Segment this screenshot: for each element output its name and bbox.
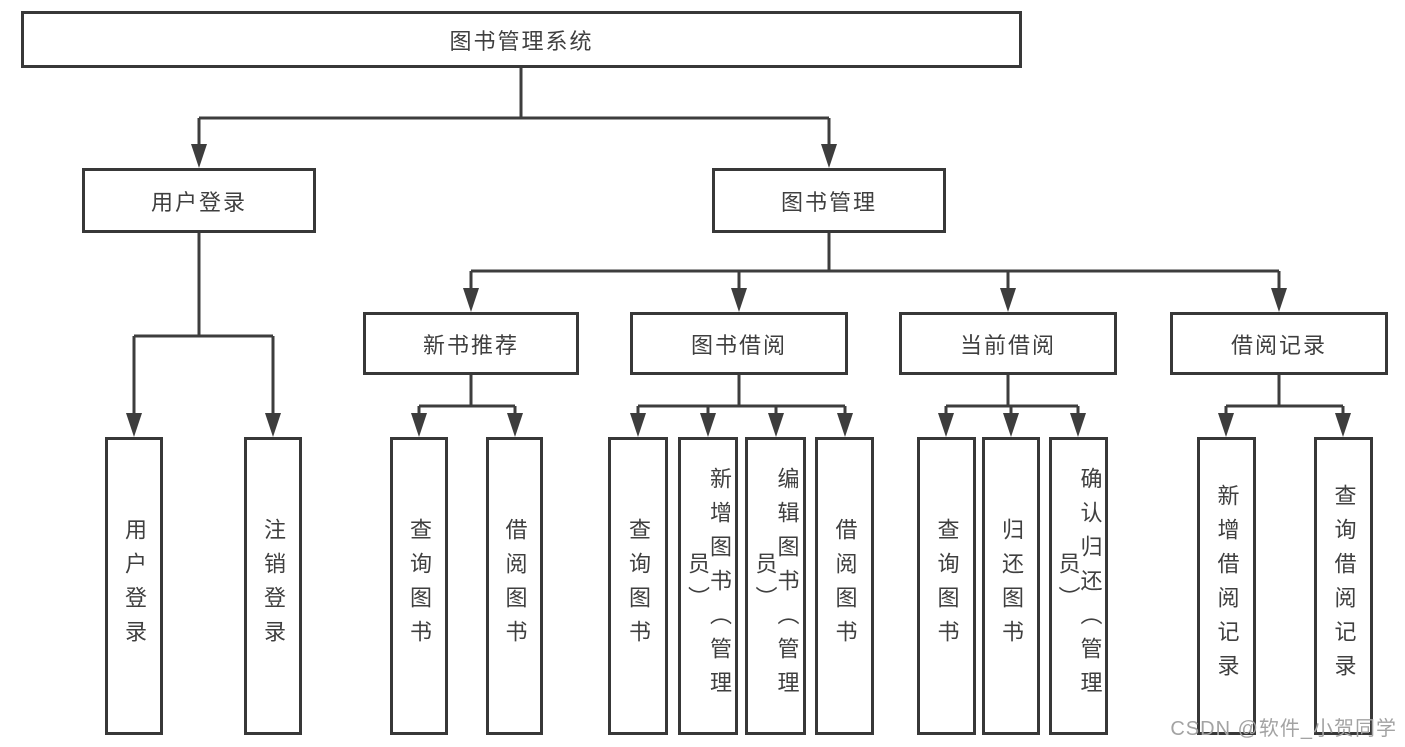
node-new-book-recommendation: 新书推荐 (363, 312, 579, 375)
node-borrowing-records: 借阅记录 (1170, 312, 1388, 375)
leaf-return-books: 归还图书 (982, 437, 1040, 735)
leaf-logout: 注销登录 (244, 437, 302, 735)
node-current-borrowing: 当前借阅 (899, 312, 1117, 375)
leaf-query-borrowing-record: 查询借阅记录 (1314, 437, 1373, 735)
node-book-management-module: 图书管理 (712, 168, 946, 233)
leaf-user-login: 用户登录 (105, 437, 163, 735)
leaf-add-borrowing-record: 新增借阅记录 (1197, 437, 1256, 735)
node-user-login-module: 用户登录 (82, 168, 316, 233)
leaf-borrow-books-borrowing: 借阅图书 (815, 437, 874, 735)
node-root-system: 图书管理系统 (21, 11, 1022, 68)
leaf-add-books-admin: 新增图书（管理员） (678, 437, 738, 735)
leaf-confirm-return-admin: 确认归还（管理员） (1049, 437, 1108, 735)
leaf-query-books-current: 查询图书 (917, 437, 976, 735)
leaf-query-books-borrowing: 查询图书 (608, 437, 668, 735)
node-book-borrowing: 图书借阅 (630, 312, 848, 375)
leaf-edit-books-admin: 编辑图书（管理员） (745, 437, 806, 735)
csdn-watermark: CSDN @软件_小贺同学 (1170, 718, 1397, 740)
leaf-query-books-recommendation: 查询图书 (390, 437, 448, 735)
leaf-borrow-books-recommendation: 借阅图书 (486, 437, 543, 735)
